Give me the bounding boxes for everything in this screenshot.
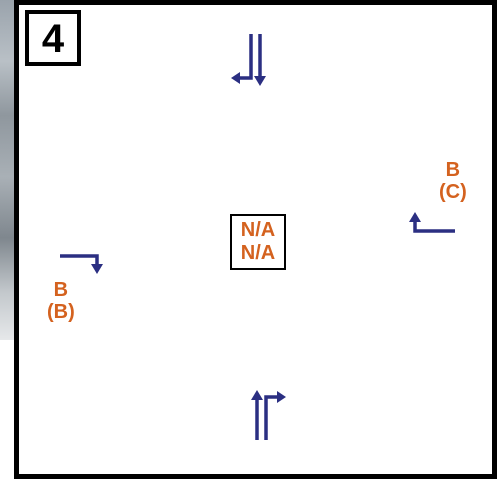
center-los-line2: N/A — [240, 242, 276, 264]
northbound-through-right-arrow — [251, 390, 286, 440]
east-los-am: B — [445, 159, 461, 181]
east-los-pm: (C) — [439, 181, 467, 203]
background-photo-strip — [0, 0, 16, 340]
eastbound-right-arrow — [60, 254, 103, 274]
center-los-line1: N/A — [240, 219, 276, 241]
west-los-pm: (B) — [47, 301, 75, 323]
west-los-am: B — [53, 279, 69, 301]
east-approach-los: B (C) — [439, 159, 467, 203]
intersection-panel: 4 B (C) B (B) N/A N/A — [14, 0, 497, 479]
westbound-left-arrow — [409, 212, 455, 233]
center-los-box: N/A N/A — [230, 214, 286, 270]
west-approach-los: B (B) — [47, 279, 75, 323]
intersection-number-badge: 4 — [25, 10, 81, 66]
southbound-through-left-arrow — [231, 34, 266, 86]
